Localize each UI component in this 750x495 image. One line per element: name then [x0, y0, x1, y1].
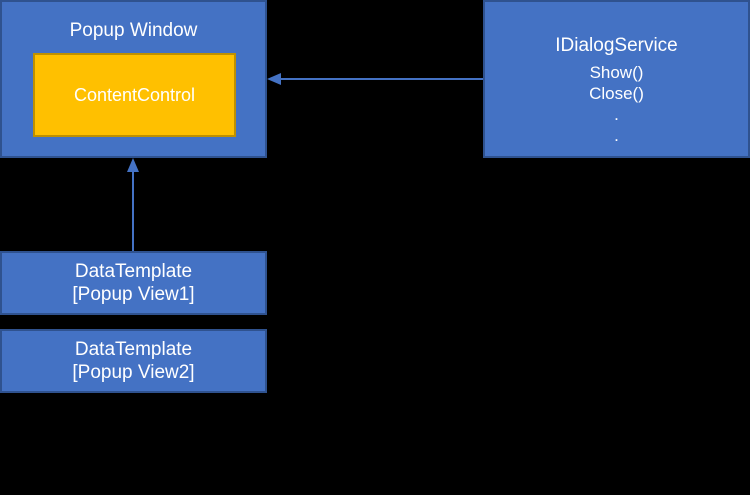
popup-window-box: Popup Window ContentControl: [0, 0, 267, 158]
method-show: Show(): [589, 63, 644, 82]
method-ellipsis-1: .: [614, 105, 619, 124]
data-template-view1-line1: DataTemplate: [74, 261, 193, 282]
data-template-view1-box: DataTemplate [Popup View1]: [0, 251, 267, 315]
data-template-view1-line2: [Popup View1]: [72, 284, 195, 305]
service-to-popup-arrowhead: [267, 73, 281, 85]
data-template-view2-line2: [Popup View2]: [72, 362, 195, 383]
dialog-service-box: IDialogService Show() Close() . .: [483, 0, 750, 158]
template-to-popup-arrowhead: [127, 158, 139, 172]
data-template-view2-line1: DataTemplate: [74, 339, 193, 360]
method-close: Close(): [589, 84, 644, 103]
content-control-box: ContentControl: [33, 53, 236, 137]
dialog-service-title: IDialogService: [555, 35, 678, 56]
content-control-label: ContentControl: [73, 84, 196, 105]
data-template-view2-box: DataTemplate [Popup View2]: [0, 329, 267, 393]
method-ellipsis-2: .: [614, 126, 619, 145]
popup-window-title: Popup Window: [69, 20, 198, 41]
dialog-service-methods: Show() Close() . .: [485, 62, 748, 146]
